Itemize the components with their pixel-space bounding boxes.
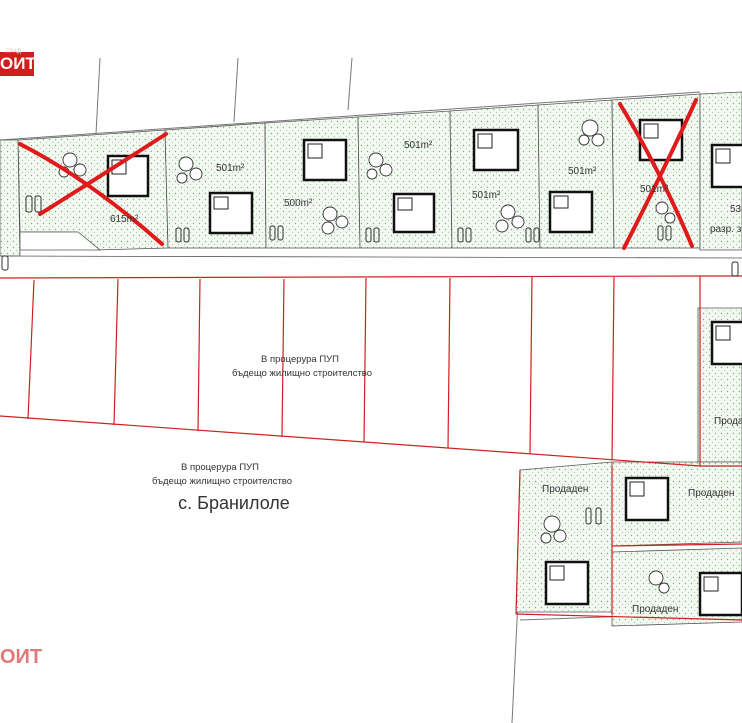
watermark-logo-top: ОИТ	[0, 52, 36, 76]
cross-p1-a	[18, 142, 164, 246]
plot-left-edge	[0, 139, 21, 257]
sold-labels: Продаден Продаден Продаден Продаден	[542, 416, 742, 615]
house-sold-b	[624, 476, 670, 522]
pup-labels: В процерура ПУП бъдещо жилищно строителс…	[152, 354, 372, 487]
pup-upper-line1: В процерура ПУП	[261, 354, 339, 365]
pup-upper-line2: бъдещо жилищно строителство	[232, 368, 372, 379]
area-p2: 501m²	[216, 163, 245, 174]
red-boundaries	[0, 275, 742, 621]
area-p4: 501m²	[404, 140, 433, 151]
trees	[58, 119, 676, 594]
cross-p7-b	[622, 98, 698, 250]
sold-label-c: Продаден	[632, 604, 678, 615]
pup-lower-line1: В процерура ПУП	[181, 462, 259, 473]
house-p4	[392, 192, 436, 234]
house-p3	[302, 138, 348, 182]
note-p8: разр. з	[710, 224, 742, 235]
cross-p1-b	[38, 132, 168, 216]
area-p3: 500m²	[284, 198, 313, 209]
plot-p3	[264, 116, 361, 249]
cross-p7-a	[618, 102, 694, 248]
area-p6: 501m²	[568, 166, 597, 177]
house-p2	[208, 191, 254, 235]
house-p6	[548, 190, 594, 234]
parking-marks	[1, 195, 739, 525]
sold-label-b: Продаден	[688, 488, 734, 499]
pup-lower-line2: бъдещо жилищно строителство	[152, 476, 292, 487]
plot-labels: 615m² 501m² 500m² 501m² 501m² 501m² 501m…	[110, 140, 742, 235]
house-right-a	[710, 320, 742, 366]
driveway	[19, 231, 102, 251]
watermark-logo-bottom: ОИТ	[0, 646, 43, 668]
house-sold-c	[698, 571, 742, 617]
house-p8	[710, 143, 742, 189]
area-p8: 536	[730, 204, 742, 215]
houses	[106, 118, 742, 617]
sold-label-a: Продаден	[542, 484, 588, 495]
area-p1: 615m²	[110, 214, 139, 225]
area-p7: 501m²	[640, 184, 669, 195]
sold-label-right: Продаден	[714, 416, 742, 427]
plot-p5	[449, 104, 541, 249]
watermark-small-text: ГРАД	[6, 49, 22, 55]
house-p5	[472, 128, 520, 172]
area-p5: 501m²	[472, 190, 501, 201]
house-p1	[106, 154, 150, 198]
village-name: с. Бранилоле	[178, 493, 290, 513]
house-sold-a	[544, 560, 590, 606]
cross-marks	[18, 98, 698, 250]
